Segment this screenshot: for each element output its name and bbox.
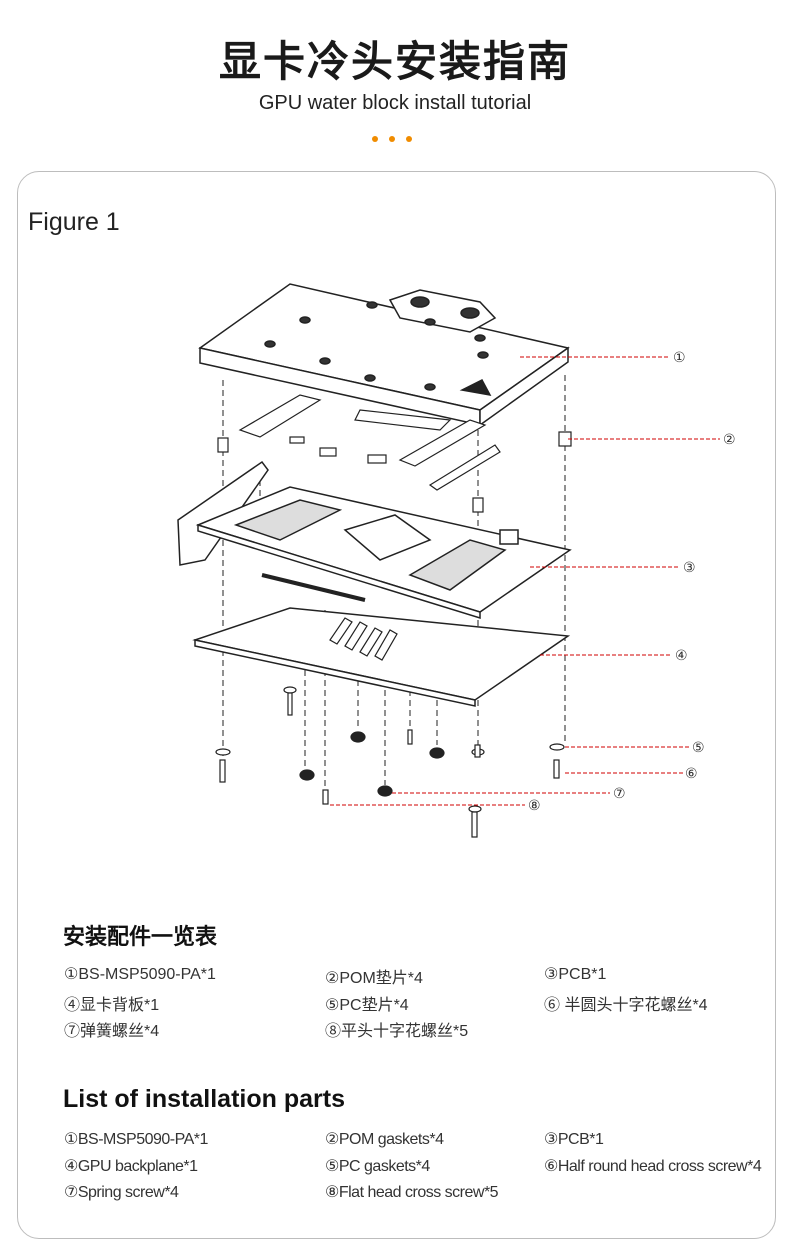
part-item: ④显卡背板*1 bbox=[64, 996, 160, 1014]
callout-1: ① bbox=[673, 350, 686, 366]
callout-lines bbox=[330, 356, 720, 806]
callout-5: ⑤ bbox=[692, 740, 705, 756]
part-item: ①BS-MSP5090-PA*1 bbox=[64, 1131, 208, 1148]
part-item: ②POM垫片*4 bbox=[325, 970, 423, 987]
part-item: ②POM gaskets*4 bbox=[325, 1131, 444, 1148]
parts-heading-cn: 安装配件一览表 bbox=[63, 925, 218, 950]
content-card bbox=[17, 171, 776, 1239]
callout-7: ⑦ bbox=[613, 786, 626, 802]
figure-label: Figure 1 bbox=[28, 208, 120, 236]
water-block bbox=[198, 283, 570, 427]
part-item: ①BS-MSP5090-PA*1 bbox=[64, 966, 216, 983]
part-item: ⑥Half round head cross screw*4 bbox=[544, 1157, 762, 1175]
exploded-diagram: ① ② ③ ④ ⑤ ⑥ ⑦ ⑧ bbox=[177, 283, 736, 838]
part-item: ⑥ 半圆头十字花螺丝*4 bbox=[544, 996, 708, 1014]
pcb bbox=[195, 486, 572, 620]
callout-8: ⑧ bbox=[528, 798, 541, 814]
part-item: ⑦Spring screw*4 bbox=[64, 1184, 179, 1201]
part-item: ⑤PC垫片*4 bbox=[325, 996, 409, 1014]
callout-3: ③ bbox=[683, 560, 696, 576]
part-item: ④GPU backplane*1 bbox=[64, 1157, 198, 1175]
page-title: 显卡冷头安装指南 bbox=[218, 37, 571, 86]
thermal-pads bbox=[238, 394, 501, 491]
part-item: ⑦弹簧螺丝*4 bbox=[64, 1023, 160, 1040]
callout-6: ⑥ bbox=[685, 766, 698, 782]
part-item: ⑤PC gaskets*4 bbox=[325, 1157, 430, 1175]
screws bbox=[215, 431, 572, 838]
backplate bbox=[192, 607, 571, 707]
part-item: ⑧Flat head cross screw*5 bbox=[325, 1184, 499, 1201]
part-item: ⑧平头十字花螺丝*5 bbox=[325, 1023, 469, 1040]
decorative-dots bbox=[372, 136, 412, 142]
callout-4: ④ bbox=[675, 648, 688, 664]
part-item: ③PCB*1 bbox=[544, 966, 607, 983]
parts-heading-en: List of installation parts bbox=[63, 1085, 345, 1113]
page-subtitle: GPU water block install tutorial bbox=[258, 92, 532, 114]
callout-2: ② bbox=[723, 432, 736, 448]
part-item: ③PCB*1 bbox=[544, 1131, 604, 1148]
